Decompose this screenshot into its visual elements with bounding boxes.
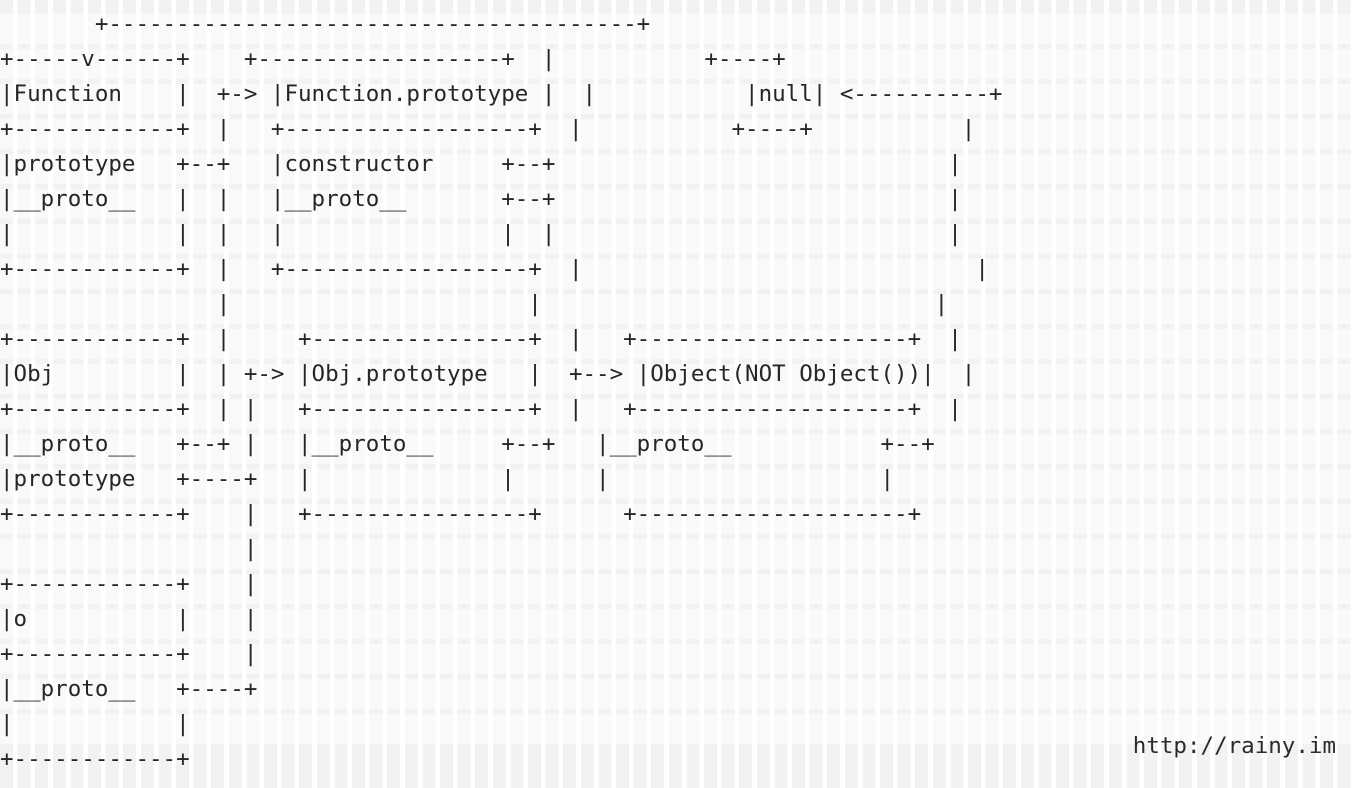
prototype-chain-ascii-diagram: +---------------------------------------… [0, 11, 1003, 772]
site-watermark: http://rainy.im [1132, 733, 1336, 759]
